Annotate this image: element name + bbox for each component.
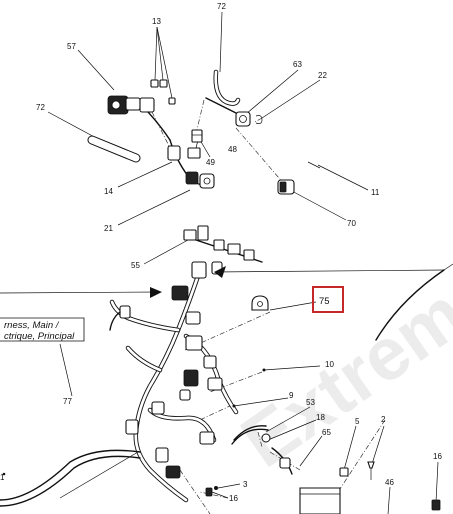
callout-72-left: 72 bbox=[36, 103, 45, 112]
part-connector-70 bbox=[277, 179, 295, 195]
callout-2: 2 bbox=[381, 415, 386, 424]
callout-53: 53 bbox=[306, 398, 315, 407]
callout-5: 5 bbox=[355, 417, 360, 426]
part-block-48 bbox=[191, 129, 203, 143]
part-block-49 bbox=[187, 147, 201, 159]
callout-16-lower: 16 bbox=[229, 494, 238, 503]
assembly-lines bbox=[151, 99, 386, 514]
callout-11: 11 bbox=[371, 188, 380, 197]
callout-57: 57 bbox=[67, 42, 76, 51]
part-conduit-72-top bbox=[213, 69, 241, 106]
callout-3: 3 bbox=[243, 480, 248, 489]
part-clip-22 bbox=[255, 115, 263, 124]
callout-49: 49 bbox=[206, 158, 215, 167]
part-screw-9 bbox=[232, 404, 236, 408]
part-nut-5 bbox=[339, 467, 349, 477]
arrows bbox=[150, 266, 226, 298]
part-plate-46 bbox=[299, 487, 341, 514]
callout-48: 48 bbox=[228, 145, 237, 154]
callout-labels: 13 72 57 63 22 72 48 49 14 11 21 70 55 7… bbox=[0, 2, 442, 503]
part-tie-11 bbox=[307, 161, 321, 169]
part-conduit-72-left bbox=[87, 135, 141, 163]
watermark-text: Extreme bbox=[227, 248, 453, 484]
callout-16-right: 16 bbox=[433, 452, 442, 461]
callout-46: 46 bbox=[385, 478, 394, 487]
callout-75-highlight bbox=[312, 286, 344, 313]
callout-65: 65 bbox=[322, 428, 331, 437]
part-screw-10 bbox=[262, 368, 266, 372]
callout-22: 22 bbox=[318, 71, 327, 80]
leader-lines bbox=[0, 11, 453, 514]
callout-9: 9 bbox=[289, 391, 294, 400]
part-subharness-14-21 bbox=[167, 139, 215, 189]
part-bracket-75 bbox=[251, 295, 269, 311]
part-ring-18 bbox=[261, 433, 271, 443]
part-bolt-2 bbox=[367, 461, 375, 480]
part-fastener-16-lower bbox=[205, 487, 213, 497]
part-sensor-63 bbox=[205, 97, 251, 127]
callout-63: 63 bbox=[293, 60, 302, 69]
part-rail-55 bbox=[183, 225, 263, 263]
callout-14: 14 bbox=[104, 187, 113, 196]
callout-72-top: 72 bbox=[217, 2, 226, 11]
part-screw-3 bbox=[214, 486, 218, 490]
part-frame-1 bbox=[2, 269, 445, 476]
part-conn-65 bbox=[271, 447, 293, 475]
part-fastener-16-right bbox=[431, 499, 441, 511]
callout-55: 55 bbox=[131, 261, 140, 270]
caption-line-1: rness, Main / bbox=[4, 320, 60, 331]
caption-box: rness, Main / ctrique, Principal bbox=[0, 317, 85, 342]
callout-10: 10 bbox=[325, 360, 334, 369]
part-main-harness-77 bbox=[0, 261, 239, 507]
callout-13: 13 bbox=[152, 17, 161, 26]
caption-line-2: ctrique, Principal bbox=[4, 331, 75, 342]
callout-75: 75 bbox=[319, 296, 330, 307]
part-harness-53 bbox=[231, 425, 269, 445]
callout-1: 1 bbox=[0, 473, 5, 482]
callout-18: 18 bbox=[316, 413, 325, 422]
part-clips-13 bbox=[150, 79, 176, 105]
callout-77: 77 bbox=[63, 397, 72, 406]
callout-21: 21 bbox=[104, 224, 113, 233]
callout-70: 70 bbox=[347, 219, 356, 228]
part-module-57 bbox=[107, 95, 171, 141]
